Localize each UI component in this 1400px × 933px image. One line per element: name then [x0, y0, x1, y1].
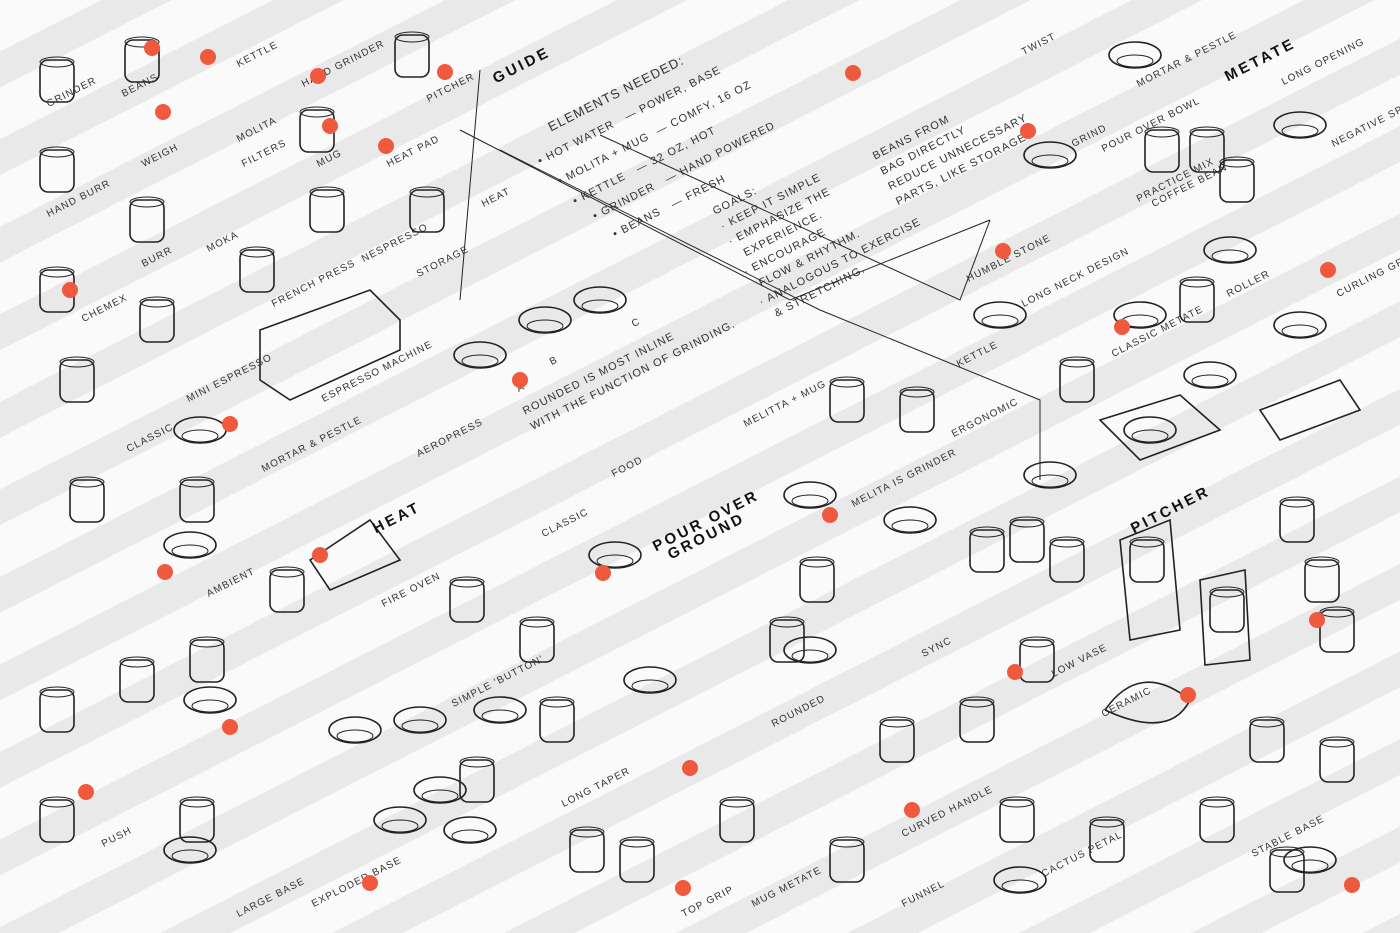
- highlight-dot: [1309, 612, 1325, 628]
- highlight-dot: [904, 802, 920, 818]
- highlight-dot: [682, 760, 698, 776]
- highlight-dot: [144, 40, 160, 56]
- highlight-dot: [222, 416, 238, 432]
- highlight-dot: [222, 719, 238, 735]
- highlight-dot: [437, 64, 453, 80]
- highlight-dot: [200, 49, 216, 65]
- highlight-dot: [78, 784, 94, 800]
- highlight-dot: [675, 880, 691, 896]
- highlight-dot: [1320, 262, 1336, 278]
- highlight-dot: [995, 243, 1011, 259]
- highlight-dot: [822, 507, 838, 523]
- highlight-dot: [157, 564, 173, 580]
- highlight-dot: [845, 65, 861, 81]
- highlight-dot: [322, 118, 338, 134]
- highlight-dot: [312, 547, 328, 563]
- highlight-dot: [1114, 319, 1130, 335]
- highlight-dot: [1020, 123, 1036, 139]
- highlight-dot: [1180, 687, 1196, 703]
- highlight-dot: [155, 104, 171, 120]
- highlight-dot: [310, 68, 326, 84]
- highlight-dot: [595, 565, 611, 581]
- highlight-dot: [512, 372, 528, 388]
- highlight-dot: [1007, 664, 1023, 680]
- highlight-dot: [62, 282, 78, 298]
- highlight-dot: [378, 138, 394, 154]
- highlight-dot: [1344, 877, 1360, 893]
- highlight-dot: [362, 875, 378, 891]
